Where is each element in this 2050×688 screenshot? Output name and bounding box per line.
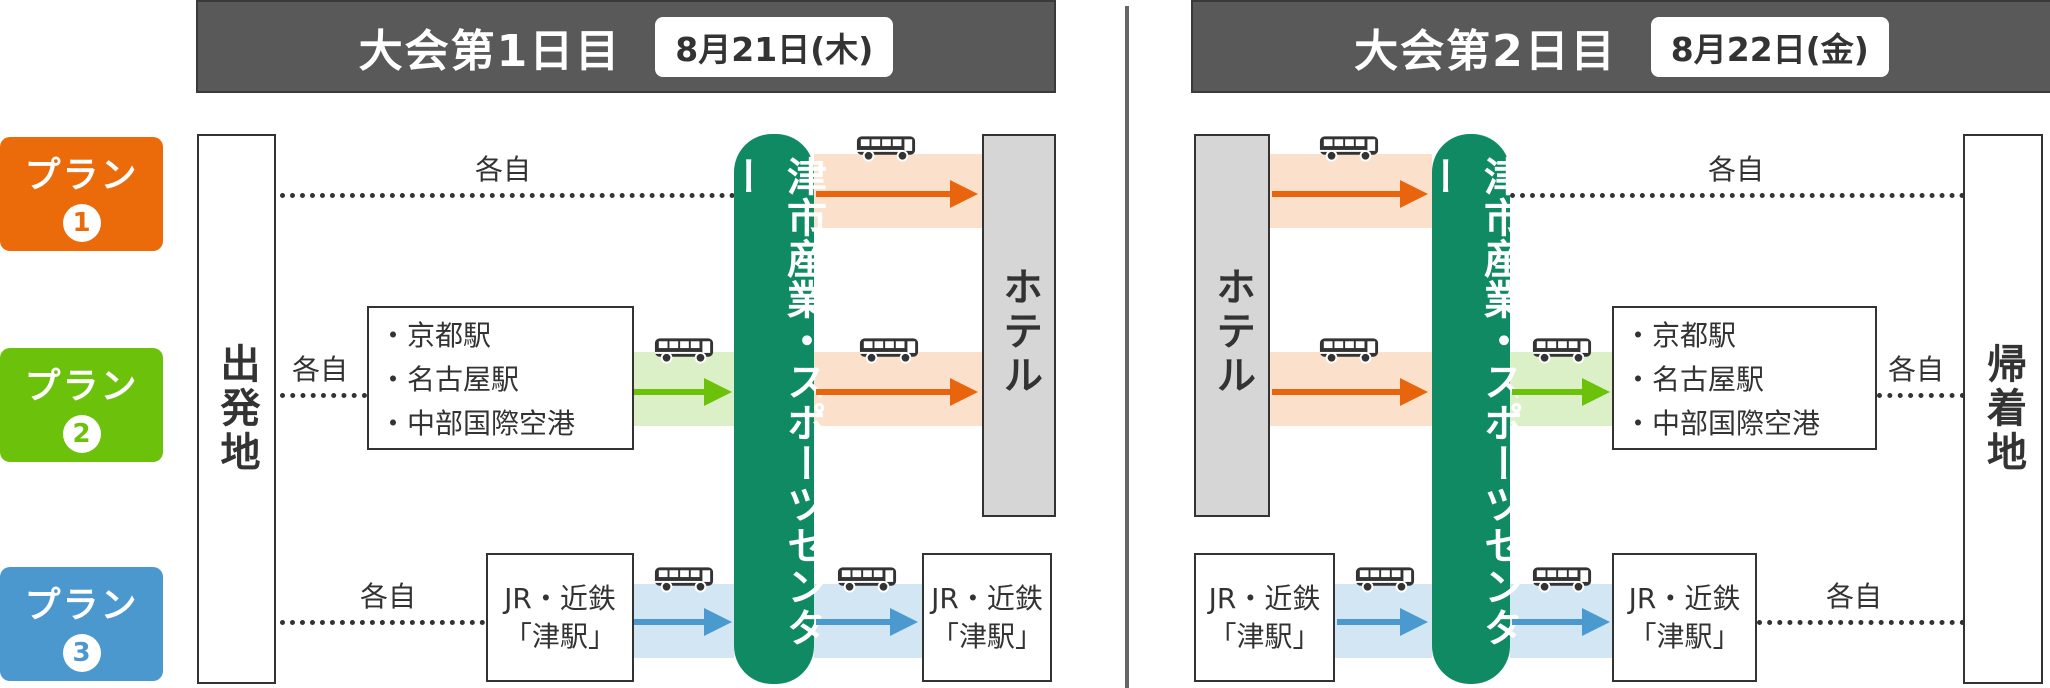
day1-rail-box-return: JR・近鉄 「津駅」 [922,553,1052,682]
day2-rail-dest-line1: JR・近鉄 [1628,581,1741,615]
plan-1-number: 1 [62,204,101,242]
day2-plan1-own-way: 各自 [1708,153,1765,186]
plan-2-badge: プラン 2 [0,348,163,462]
day1-station-nagoya: ・名古屋駅 [379,363,520,396]
day1-stations-box: ・京都駅 ・名古屋駅 ・中部国際空港 [367,306,634,450]
bus-icon [1318,134,1380,162]
day1-plan2-orange-arrow [816,378,978,406]
day2-header: 大会第2日目 8月22日(金) [1191,0,2050,93]
plan-1-label: プラン [24,155,139,196]
day1-origin-label: 出発地 [213,343,260,475]
plan-3-badge: プラン 3 [0,567,163,681]
bus-icon [1318,336,1380,364]
day2-rail-box-dest: JR・近鉄 「津駅」 [1612,553,1757,682]
plan-2-number: 2 [62,415,101,453]
day2-station-nagoya: ・名古屋駅 [1624,363,1765,396]
day1-rail-return-line1: JR・近鉄 [931,581,1043,615]
day2-rail-hotel-line1: JR・近鉄 [1208,581,1321,615]
day1-rail-line2: 「津駅」 [503,619,616,653]
day2-venue-pill: 津市産業・スポーツセンター [1419,134,1523,684]
plan-3-number: 3 [62,634,101,672]
bus-icon [1354,565,1416,593]
day1-station-kyoto: ・京都駅 [379,319,492,352]
day2-plan2-dotted-line [1877,393,1965,398]
day2-title: 大会第2日目 [1354,25,1617,77]
day2-date-badge: 8月22日(金) [1650,16,1889,77]
day2-plan2-orange-arrow [1272,378,1428,406]
day1-venue-pill: 津市産業・スポーツセンター [722,134,826,684]
day2-plan3-own-way: 各自 [1826,580,1883,613]
day2-plan1-arrow [1272,180,1428,208]
day1-hotel-label: ホテル [996,266,1042,398]
day2-plan3-arrow-1 [1337,608,1428,636]
day2-station-centrair: ・中部国際空港 [1624,407,1821,440]
day1-hotel-box: ホテル [982,134,1056,517]
day1-plan3-arrow-1 [634,608,732,636]
day1-rail-box-origin: JR・近鉄 「津駅」 [486,553,634,682]
day1-rail-return-line2: 「津駅」 [930,619,1043,653]
day2-plan2-own-way: 各自 [1888,353,1945,386]
bus-icon [1531,336,1593,364]
day1-date-badge: 8月21日(木) [655,16,894,77]
day2-destination-label: 帰着地 [1980,343,2026,475]
day1-plan2-green-arrow [634,378,732,406]
day1-plan3-dotted-line [280,620,485,625]
day2-venue-label: 津市産業・スポーツセンター [1419,156,1523,648]
day2-plan1-dotted-line [1510,193,1965,198]
day1-plan3-arrow-2 [816,608,918,636]
plan-1-badge: プラン 1 [0,137,163,251]
day1-plan2-own-way: 各自 [292,353,349,386]
day1-plan1-arrow [816,180,978,208]
day1-plan2-dotted-line [280,393,367,398]
day2-hotel-box: ホテル [1194,134,1270,517]
day1-plan3-own-way: 各自 [360,580,417,613]
day2-destination-box: 帰着地 [1963,134,2043,684]
bus-icon [1531,565,1593,593]
day1-venue-label: 津市産業・スポーツセンター [722,156,826,648]
day2-stations-box: ・京都駅 ・名古屋駅 ・中部国際空港 [1612,306,1877,450]
day1-plan1-dotted-line [280,193,735,198]
day1-plan1-own-way: 各自 [475,153,532,186]
plan-3-label: プラン [24,585,139,626]
day1-rail-line1: JR・近鉄 [504,581,616,615]
plan-2-label: プラン [24,366,139,407]
day2-rail-hotel-line2: 「津駅」 [1208,619,1321,653]
day1-origin-box: 出発地 [197,134,276,684]
day2-plan3-arrow-2 [1512,608,1610,636]
day-divider [1125,6,1129,688]
day2-plan2-green-arrow [1512,378,1610,406]
day2-hotel-label: ホテル [1209,266,1255,398]
day2-rail-box-hotel: JR・近鉄 「津駅」 [1194,553,1335,682]
day2-plan3-dotted-line [1757,620,1965,625]
day1-title: 大会第1日目 [358,25,622,77]
day1-header: 大会第1日目 8月21日(木) [196,0,1056,93]
day2-rail-dest-line2: 「津駅」 [1628,619,1741,653]
day2-station-kyoto: ・京都駅 [1624,319,1737,352]
day1-station-centrair: ・中部国際空港 [379,407,576,440]
